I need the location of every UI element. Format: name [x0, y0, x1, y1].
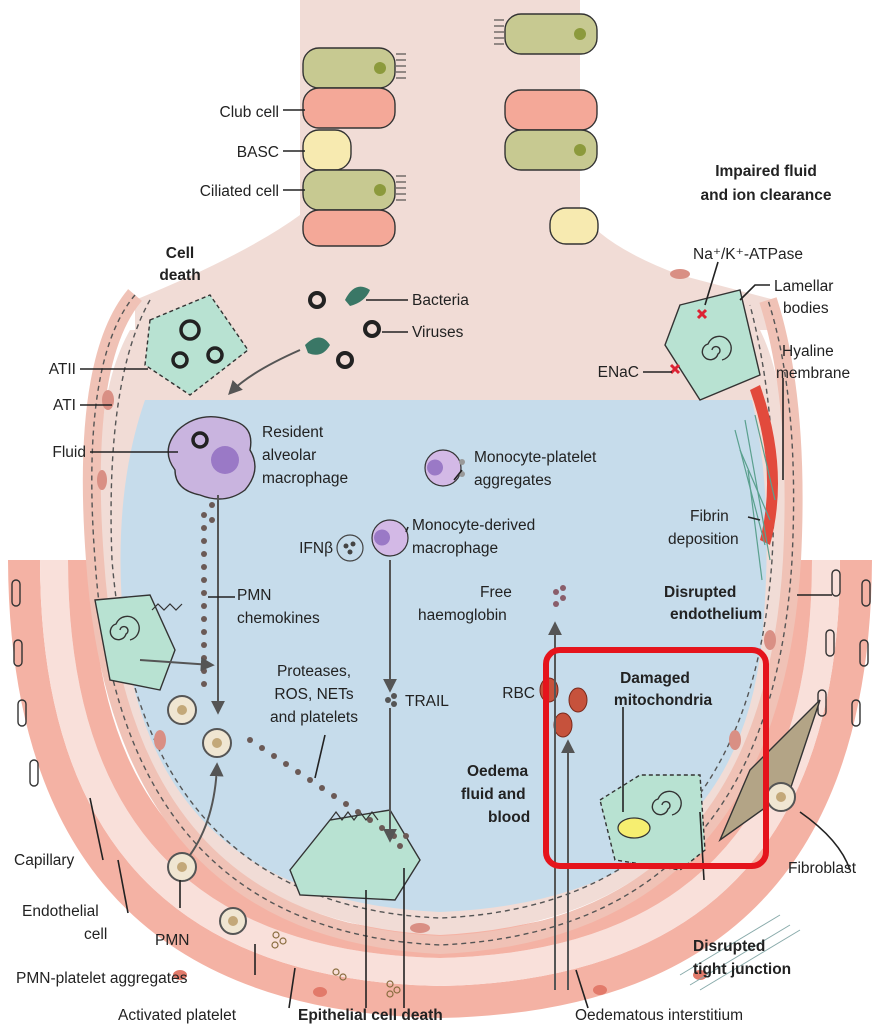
label-endothelial-1: Endothelial — [22, 903, 99, 920]
label-pmn: PMN — [155, 932, 189, 949]
resident-alveolar-macrophage — [168, 417, 255, 499]
label-fibrin-1: Fibrin — [690, 508, 729, 525]
label-capillary: Capillary — [14, 852, 75, 869]
label-disrupted-endo-1: Disrupted — [664, 584, 736, 601]
label-basc: BASC — [237, 144, 279, 161]
label-resident-3: macrophage — [262, 470, 348, 487]
label-lamellar-1: Lamellar — [774, 278, 833, 295]
label-proteases-3: and platelets — [270, 709, 358, 726]
label-mono-platelet-2: aggregates — [474, 472, 552, 489]
label-viruses: Viruses — [412, 324, 464, 341]
label-proteases-2: ROS, NETs — [274, 686, 353, 703]
label-damaged-2: mitochondria — [614, 692, 713, 709]
label-resident-2: alveolar — [262, 447, 316, 464]
label-fibrin-2: deposition — [668, 531, 739, 548]
label-cell-death-1: Cell — [166, 245, 194, 262]
label-mono-mac-2: macrophage — [412, 540, 498, 557]
label-ciliated-cell: Ciliated cell — [200, 183, 279, 200]
label-ifnb: IFNβ — [299, 540, 333, 557]
damaged-mitochondrion — [618, 818, 650, 838]
label-hyaline-2: membrane — [776, 365, 850, 382]
label-mono-platelet-1: Monocyte-platelet — [474, 449, 597, 466]
label-enac: ENaC — [598, 364, 639, 381]
label-resident-1: Resident — [262, 424, 324, 441]
label-atii: ATII — [49, 361, 76, 378]
label-disrupted-tj-1: Disrupted — [693, 938, 765, 955]
label-pmn-chem-2: chemokines — [237, 610, 320, 627]
label-impaired-1: Impaired fluid — [715, 163, 817, 180]
label-oedematous-interstitium: Oedematous interstitium — [575, 1007, 743, 1024]
label-endothelial-2: cell — [84, 926, 107, 943]
label-cell-death-2: death — [159, 267, 200, 284]
label-activated-platelet: Activated platelet — [118, 1007, 237, 1024]
label-mono-mac-1: Monocyte-derived — [412, 517, 535, 534]
label-proteases-1: Proteases, — [277, 663, 351, 680]
label-disrupted-tj-2: tight junction — [693, 961, 791, 978]
label-free-hb-2: haemoglobin — [418, 607, 507, 624]
label-fibroblast: Fibroblast — [788, 860, 857, 877]
label-epithelial-cell-death: Epithelial cell death — [298, 1007, 443, 1024]
label-na-k-atpase: Na⁺/K⁺-ATPase — [693, 246, 803, 263]
label-trail: TRAIL — [405, 693, 449, 710]
label-bacteria: Bacteria — [412, 292, 469, 309]
label-disrupted-endo-2: endothelium — [670, 606, 762, 623]
label-impaired-2: and ion clearance — [701, 187, 832, 204]
label-oedema-2: fluid and — [461, 786, 526, 803]
label-pmn-chem-1: PMN — [237, 587, 271, 604]
label-rbc: RBC — [502, 685, 535, 702]
label-lamellar-2: bodies — [783, 300, 829, 317]
label-oedema-1: Oedema — [467, 763, 529, 780]
label-ati: ATI — [53, 397, 76, 414]
airway — [135, 0, 775, 330]
label-hyaline-1: Hyaline — [782, 343, 834, 360]
label-club-cell: Club cell — [220, 104, 279, 121]
label-oedema-3: blood — [488, 809, 530, 826]
label-damaged-1: Damaged — [620, 670, 690, 687]
label-free-hb-1: Free — [480, 584, 512, 601]
label-fluid: Fluid — [52, 444, 86, 461]
label-pmn-platelet: PMN-platelet aggregates — [16, 970, 188, 987]
